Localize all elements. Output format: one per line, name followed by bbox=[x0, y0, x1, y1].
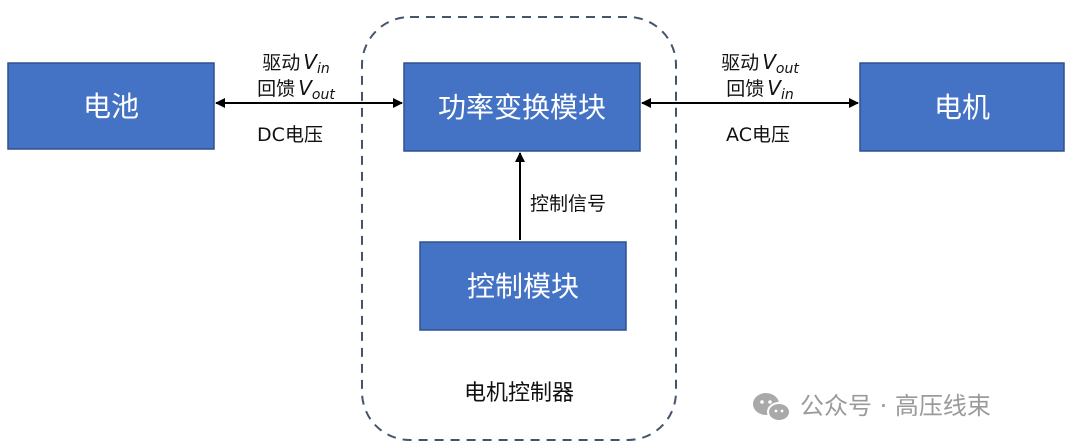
wechat-icon bbox=[753, 393, 791, 422]
watermark-text: 公众号 · 高压线束 bbox=[800, 392, 991, 420]
motor-label: 电机 bbox=[934, 91, 990, 124]
control-module-label: 控制模块 bbox=[467, 270, 579, 303]
control-signal-label: 控制信号 bbox=[530, 193, 606, 215]
power-conversion-label: 功率变换模块 bbox=[438, 91, 606, 124]
motor-controller-group-label: 电机控制器 bbox=[464, 381, 574, 406]
battery-label: 电池 bbox=[83, 90, 139, 123]
motor-box: 电机 bbox=[859, 62, 1065, 152]
battery-box: 电池 bbox=[7, 62, 215, 150]
power-conversion-box: 功率变换模块 bbox=[403, 62, 641, 152]
ac-voltage-label: AC电压 bbox=[726, 124, 790, 146]
motor-controller-group bbox=[361, 16, 677, 441]
watermark: 公众号 · 高压线束 bbox=[753, 392, 991, 422]
dc-voltage-label: DC电压 bbox=[257, 124, 323, 146]
control-module-box: 控制模块 bbox=[419, 241, 627, 331]
